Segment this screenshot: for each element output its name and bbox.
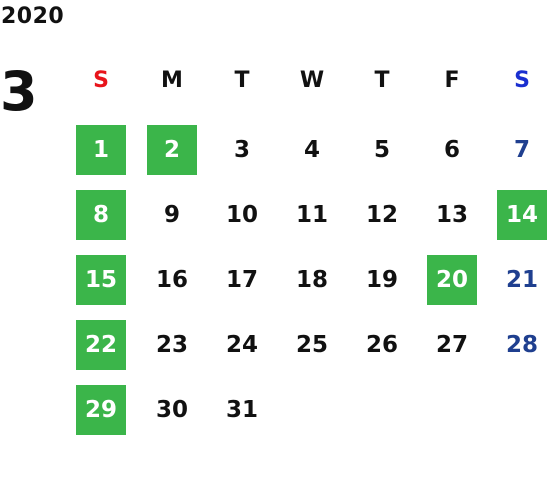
month-number: 3 bbox=[0, 60, 38, 123]
calendar-day-19[interactable]: 19 bbox=[365, 267, 398, 293]
calendar-day-16[interactable]: 16 bbox=[155, 267, 188, 293]
calendar-day-24[interactable]: 24 bbox=[225, 332, 258, 358]
calendar-day-8[interactable]: 8 bbox=[76, 190, 126, 240]
calendar-day-28[interactable]: 28 bbox=[505, 332, 538, 358]
calendar-day-21[interactable]: 21 bbox=[505, 267, 538, 293]
weekday-sunday: S bbox=[93, 68, 109, 93]
calendar-day-30[interactable]: 30 bbox=[155, 397, 188, 423]
calendar-day-13[interactable]: 13 bbox=[435, 202, 468, 228]
calendar-day-15[interactable]: 15 bbox=[76, 255, 126, 305]
calendar-day-3[interactable]: 3 bbox=[233, 137, 250, 163]
calendar-day-9[interactable]: 9 bbox=[163, 202, 180, 228]
weekday-friday: F bbox=[444, 68, 460, 93]
calendar-day-12[interactable]: 12 bbox=[365, 202, 398, 228]
calendar-day-6[interactable]: 6 bbox=[443, 137, 460, 163]
calendar-day-17[interactable]: 17 bbox=[225, 267, 258, 293]
calendar-day-27[interactable]: 27 bbox=[435, 332, 468, 358]
weekday-wednesday: W bbox=[299, 68, 325, 93]
calendar-day-31[interactable]: 31 bbox=[225, 397, 258, 423]
calendar-day-29[interactable]: 29 bbox=[76, 385, 126, 435]
year-label: 2020 bbox=[1, 4, 65, 29]
calendar-day-23[interactable]: 23 bbox=[155, 332, 188, 358]
calendar-day-4[interactable]: 4 bbox=[303, 137, 320, 163]
calendar-day-20[interactable]: 20 bbox=[427, 255, 477, 305]
calendar-day-10[interactable]: 10 bbox=[225, 202, 258, 228]
weekday-monday: M bbox=[161, 68, 183, 93]
calendar-day-5[interactable]: 5 bbox=[373, 137, 390, 163]
calendar-day-2[interactable]: 2 bbox=[147, 125, 197, 175]
calendar-day-7[interactable]: 7 bbox=[513, 137, 530, 163]
calendar-day-18[interactable]: 18 bbox=[295, 267, 328, 293]
calendar-day-26[interactable]: 26 bbox=[365, 332, 398, 358]
calendar-day-22[interactable]: 22 bbox=[76, 320, 126, 370]
calendar-day-14[interactable]: 14 bbox=[497, 190, 547, 240]
calendar-day-1[interactable]: 1 bbox=[76, 125, 126, 175]
weekday-tuesday: T bbox=[234, 68, 250, 93]
calendar-day-25[interactable]: 25 bbox=[295, 332, 328, 358]
calendar-day-11[interactable]: 11 bbox=[295, 202, 328, 228]
weekday-thursday: T bbox=[374, 68, 390, 93]
weekday-saturday: S bbox=[514, 68, 530, 93]
